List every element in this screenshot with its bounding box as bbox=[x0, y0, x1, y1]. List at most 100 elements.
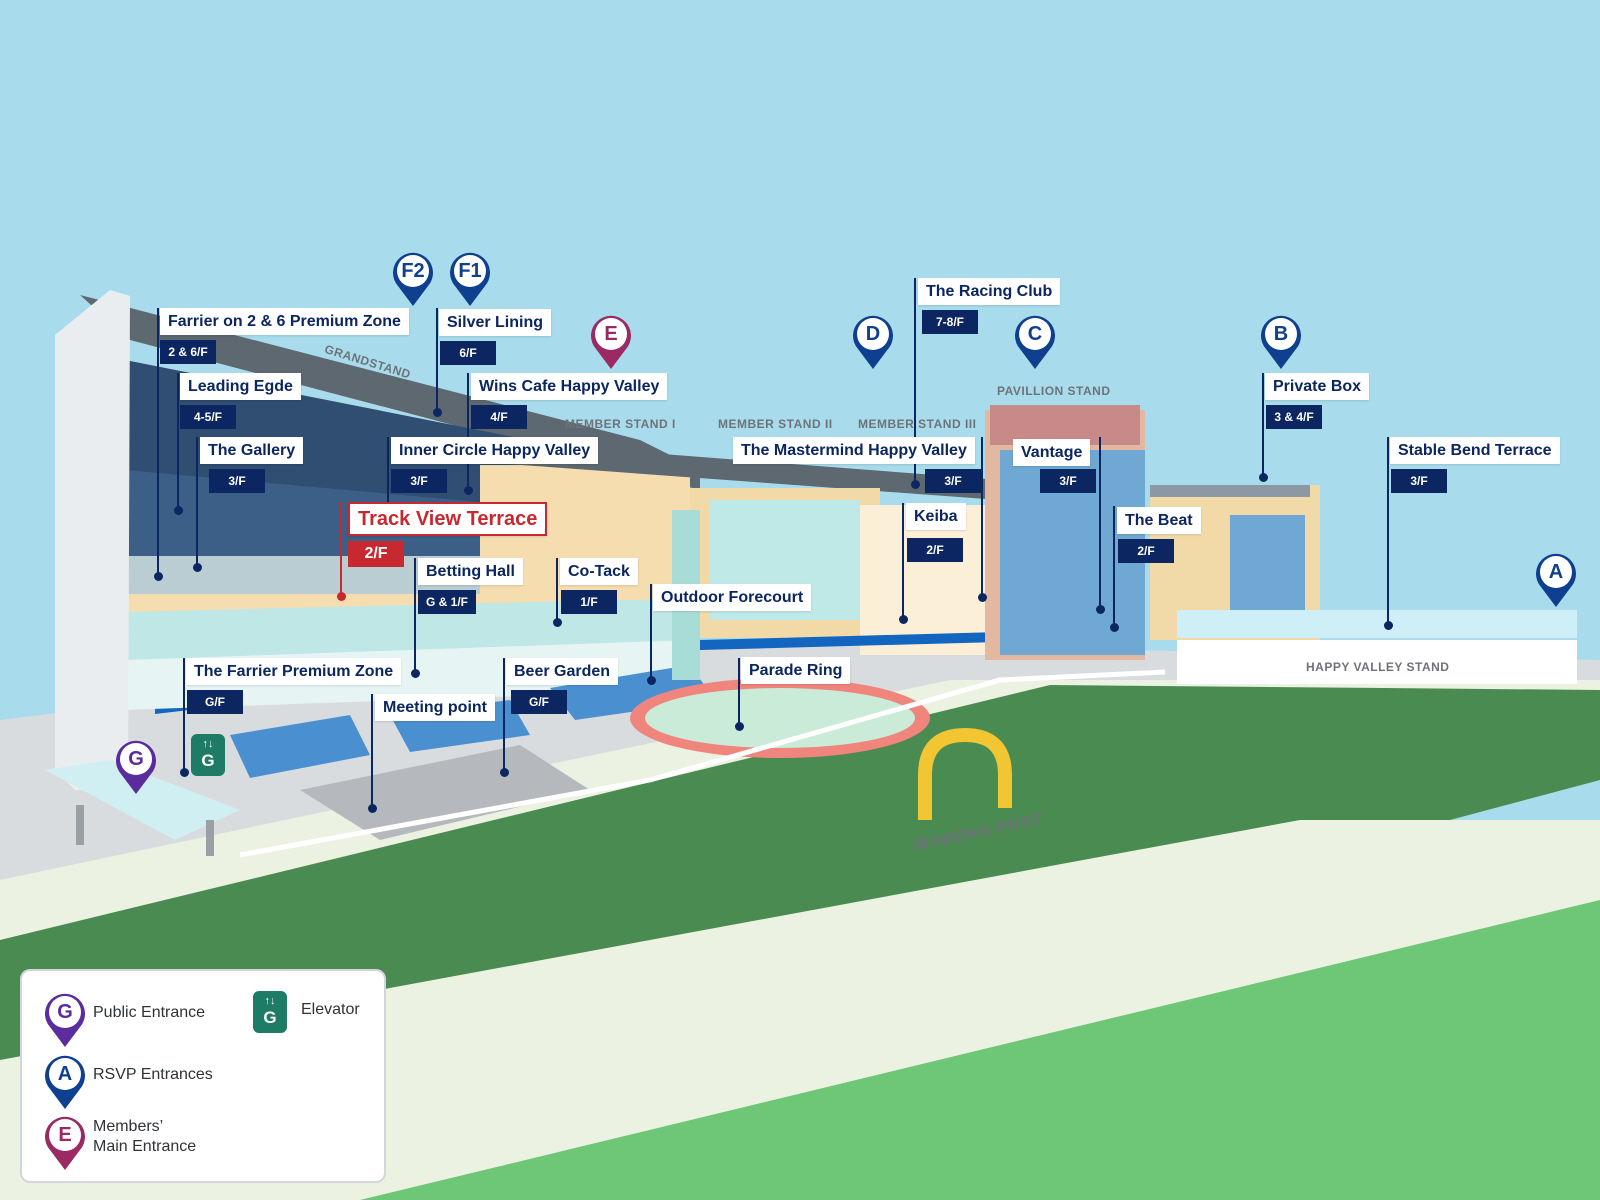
floor-badge: 2/F bbox=[907, 538, 963, 562]
canopy-post-2 bbox=[206, 820, 214, 856]
map-pin-icon bbox=[45, 993, 85, 1047]
venue-dot bbox=[978, 593, 987, 602]
entrance-pin-f2[interactable]: F2 bbox=[390, 250, 436, 308]
happy-valley-glass bbox=[1230, 515, 1305, 625]
pin-letter: F1 bbox=[458, 260, 482, 282]
grass-infield bbox=[360, 900, 1600, 1200]
venue-label-farrier-on-2-6[interactable]: Farrier on 2 & 6 Premium Zone bbox=[160, 308, 409, 335]
member-stand-iii-building bbox=[860, 505, 985, 655]
venue-label-private-box[interactable]: Private Box bbox=[1265, 373, 1370, 400]
map-pin-icon bbox=[1261, 315, 1301, 369]
entrance-pin-e[interactable]: E bbox=[588, 313, 634, 371]
floor-badge: 3 & 4/F bbox=[1266, 405, 1322, 429]
leader-line bbox=[1113, 506, 1115, 627]
track-fence bbox=[239, 669, 1166, 858]
pin-letter: E bbox=[58, 1124, 72, 1146]
venue-label-the-racing-club[interactable]: The Racing Club bbox=[918, 278, 1061, 305]
venue-label-keiba[interactable]: Keiba bbox=[906, 503, 966, 530]
stand-label-happy-valley-stand: HAPPY VALLEY STAND bbox=[1306, 660, 1450, 674]
entrance-pin-c[interactable]: C bbox=[1012, 313, 1058, 371]
member-roof bbox=[480, 440, 1000, 500]
venue-label-silver-lining[interactable]: Silver Lining bbox=[439, 309, 552, 336]
venue-dot bbox=[647, 676, 656, 685]
leader-line bbox=[902, 503, 904, 619]
elevator-arrows: ↑↓ bbox=[264, 995, 276, 1007]
venue-dot bbox=[500, 768, 509, 777]
legend-public-entrance-icon: G bbox=[42, 991, 88, 1049]
legend-members-label-line1: Members’ bbox=[93, 1118, 164, 1135]
venue-label-the-gallery[interactable]: The Gallery bbox=[200, 437, 304, 464]
elevator-arrows: ↑↓ bbox=[202, 738, 214, 750]
stand-label-member-stand-iii: MEMBER STAND III bbox=[858, 417, 977, 431]
leader-line bbox=[981, 437, 983, 597]
venue-dot bbox=[368, 804, 377, 813]
pin-letter: B bbox=[1273, 323, 1289, 345]
grandstand-lower bbox=[125, 598, 690, 660]
happy-valley-stand-base bbox=[1177, 610, 1577, 638]
happy-valley-roof bbox=[1150, 485, 1310, 497]
venue-dot bbox=[174, 506, 183, 515]
parade-ring-grass bbox=[645, 688, 915, 748]
leader-line bbox=[157, 308, 159, 576]
venue-label-the-beat[interactable]: The Beat bbox=[1117, 507, 1201, 534]
leader-line bbox=[1262, 373, 1264, 477]
venue-label-inner-circle[interactable]: Inner Circle Happy Valley bbox=[391, 437, 599, 464]
leader-line bbox=[556, 558, 558, 622]
venue-label-wins-cafe[interactable]: Wins Cafe Happy Valley bbox=[471, 373, 668, 400]
venue-label-beer-garden[interactable]: Beer Garden bbox=[506, 658, 619, 685]
legend-rsvp-icon: A bbox=[42, 1053, 88, 1111]
venue-label-co-tack[interactable]: Co-Tack bbox=[560, 558, 638, 585]
leader-line bbox=[177, 373, 179, 510]
map-pin-icon bbox=[1015, 315, 1055, 369]
venue-dot bbox=[1259, 473, 1268, 482]
venue-dot bbox=[911, 480, 920, 489]
leader-line-highlight bbox=[340, 502, 342, 596]
venue-label-track-view-terrace[interactable]: Track View Terrace bbox=[348, 502, 548, 536]
venue-label-the-farrier-premium-zone[interactable]: The Farrier Premium Zone bbox=[186, 658, 402, 685]
leader-line bbox=[414, 558, 416, 673]
stand-label-pavillion-stand: PAVILLION STAND bbox=[997, 384, 1111, 398]
floor-badge: 2/F bbox=[1118, 539, 1174, 563]
map-legend: G Public Entrance ↑↓ G Elevator A RSVP E… bbox=[20, 969, 386, 1183]
venue-dot bbox=[1384, 621, 1393, 630]
venue-dot bbox=[411, 669, 420, 678]
floor-badge: 6/F bbox=[440, 341, 496, 365]
venue-label-vantage[interactable]: Vantage bbox=[1013, 439, 1091, 466]
floor-badge: 3/F bbox=[391, 469, 447, 493]
leader-line bbox=[738, 658, 740, 726]
venue-label-leading-egde[interactable]: Leading Egde bbox=[180, 373, 301, 400]
venue-label-meeting-point[interactable]: Meeting point bbox=[375, 694, 495, 721]
track-outer-pale bbox=[0, 820, 1600, 1200]
venue-label-stable-bend-terrace[interactable]: Stable Bend Terrace bbox=[1390, 437, 1560, 464]
canopy-post bbox=[76, 805, 84, 845]
map-pin-icon bbox=[45, 1116, 85, 1170]
leader-line bbox=[371, 694, 373, 808]
floor-badge: 2 & 6/F bbox=[160, 340, 216, 364]
venue-label-parade-ring[interactable]: Parade Ring bbox=[741, 657, 851, 684]
venue-label-the-mastermind[interactable]: The Mastermind Happy Valley bbox=[733, 437, 975, 464]
entrance-pin-g[interactable]: G bbox=[113, 738, 159, 796]
legend-members-icon: E bbox=[42, 1114, 88, 1172]
entrance-pin-f1[interactable]: F1 bbox=[447, 250, 493, 308]
venue-dot-highlight bbox=[337, 592, 346, 601]
entrance-canopy bbox=[45, 760, 240, 840]
elevator-icon: ↑↓ G bbox=[191, 734, 225, 776]
venue-dot bbox=[899, 615, 908, 624]
seating-block-1 bbox=[230, 715, 370, 778]
entrance-pin-a[interactable]: A bbox=[1533, 551, 1579, 609]
venue-label-outdoor-forecourt[interactable]: Outdoor Forecourt bbox=[653, 584, 812, 611]
venue-dot bbox=[1096, 605, 1105, 614]
stand-label-member-stand-i: MEMBER STAND I bbox=[565, 417, 676, 431]
legend-elevator-icon: ↑↓ G bbox=[253, 991, 287, 1033]
pin-letter: C bbox=[1027, 323, 1043, 345]
entrance-pin-d[interactable]: D bbox=[850, 313, 896, 371]
floor-badge: 3/F bbox=[209, 469, 265, 493]
venue-dot bbox=[1110, 623, 1119, 632]
floor-badge: 4/F bbox=[471, 405, 527, 429]
winning-post bbox=[918, 727, 1012, 820]
pin-letter: G bbox=[57, 1001, 73, 1023]
map-pin-icon bbox=[450, 252, 490, 306]
venue-label-betting-hall[interactable]: Betting Hall bbox=[418, 558, 523, 585]
entrance-pin-b[interactable]: B bbox=[1258, 313, 1304, 371]
